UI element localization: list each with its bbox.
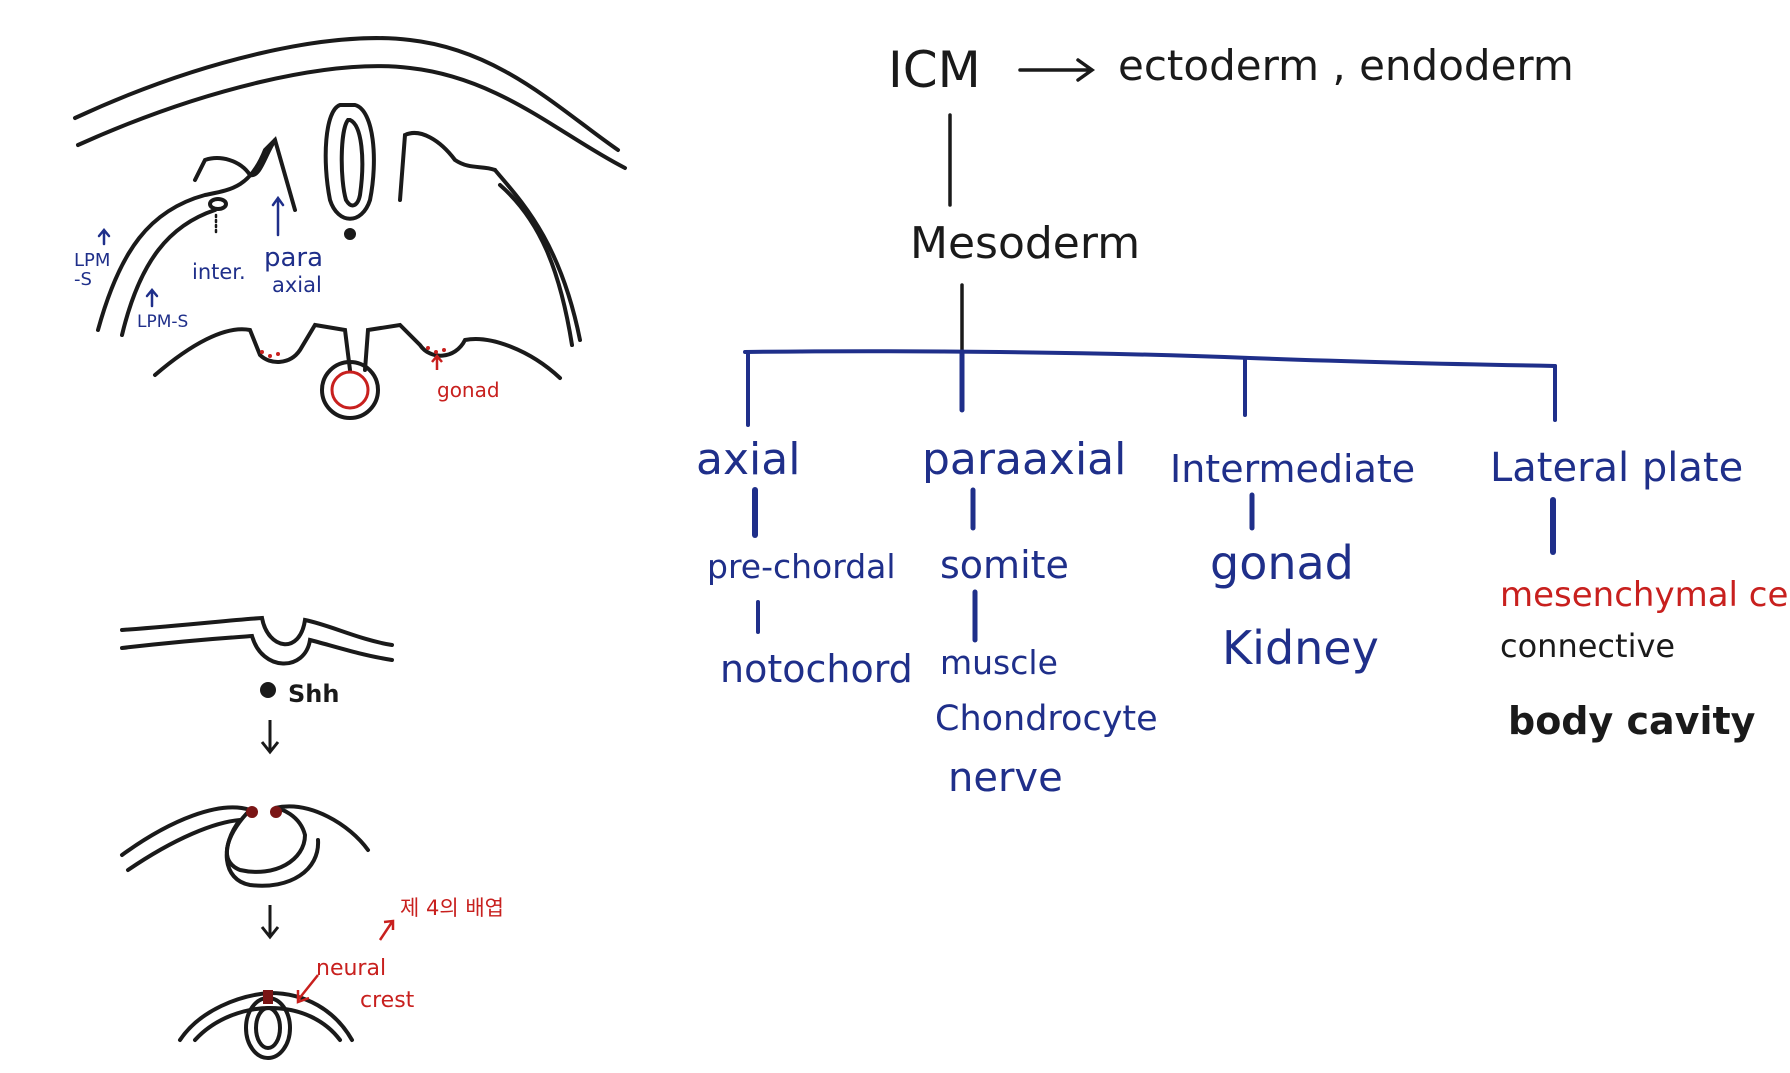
gonad-label: gonad xyxy=(437,378,500,402)
connective-label: connective xyxy=(1500,627,1676,665)
intermediate-node xyxy=(208,197,228,211)
ectoderm-outer xyxy=(73,36,620,152)
gonad-arrow xyxy=(431,354,443,370)
icm-arrow xyxy=(1018,58,1096,82)
shh-source xyxy=(260,682,276,698)
axial-label: axial xyxy=(696,434,801,485)
neural-tube-outer xyxy=(323,103,376,221)
arrow-down-2 xyxy=(260,905,280,940)
intermediate-label: Intermediate xyxy=(1170,447,1416,491)
gonad-dots xyxy=(260,346,446,358)
axial-small-label: axial xyxy=(272,273,322,297)
branch-bar xyxy=(743,349,1557,368)
ectoderm-inner xyxy=(76,64,627,170)
tree-lines xyxy=(743,58,1557,643)
paraxial-label: paraaxial xyxy=(922,434,1127,485)
mesoderm-label: Mesoderm xyxy=(910,218,1141,269)
amnion-right-2 xyxy=(498,183,574,347)
embryo-cross-section xyxy=(73,36,627,420)
gonad-tree-label: gonad xyxy=(1210,536,1354,590)
endoderm-layer xyxy=(153,322,352,377)
gut-lumen xyxy=(330,370,370,410)
gut-tube xyxy=(320,360,380,420)
icm-products: ectoderm , endoderm xyxy=(1118,41,1574,90)
endoderm-layer-right xyxy=(363,322,562,380)
icm-label: ICM xyxy=(888,41,981,99)
body-cavity-label: body cavity xyxy=(1508,699,1756,743)
notochord-label: notochord xyxy=(720,647,913,691)
lpm-s-lower-label: LPM-S xyxy=(137,312,189,332)
prechordal-label: pre-chordal xyxy=(707,547,896,586)
somite-right xyxy=(398,131,497,202)
chondrocyte-label: Chondrocyte xyxy=(935,699,1158,739)
amnion-left-2 xyxy=(120,208,217,337)
kidney-label: Kidney xyxy=(1222,621,1379,675)
notochord xyxy=(344,228,356,240)
fourth-germ-layer-note: 제 4의 배엽 xyxy=(400,896,504,920)
para-label: para xyxy=(264,243,324,273)
shh-label: Shh xyxy=(288,680,340,708)
inter-label: inter. xyxy=(192,260,246,284)
neural-label: neural xyxy=(316,956,387,981)
muscle-label: muscle xyxy=(940,643,1058,682)
amnion-right xyxy=(493,168,582,342)
crest-label: crest xyxy=(360,988,415,1013)
amnion-left xyxy=(96,136,297,332)
nerve-label: nerve xyxy=(948,755,1063,801)
neural-plate-stage xyxy=(120,615,394,666)
somite-left xyxy=(193,138,277,182)
crest-arrow xyxy=(296,974,319,1004)
neural-tube-inner xyxy=(339,118,365,208)
neural-groove-stage xyxy=(120,804,370,888)
cross-section-arrows xyxy=(97,195,285,308)
lpm-s-upper-label: LPM -S xyxy=(74,250,111,290)
note-arrow xyxy=(378,919,395,941)
arrow-down-1 xyxy=(260,720,280,755)
somite-label: somite xyxy=(940,543,1069,587)
mesenchymal-label: mesenchymal cell xyxy=(1500,575,1790,615)
lateral-plate-label: Lateral plate xyxy=(1490,445,1744,491)
